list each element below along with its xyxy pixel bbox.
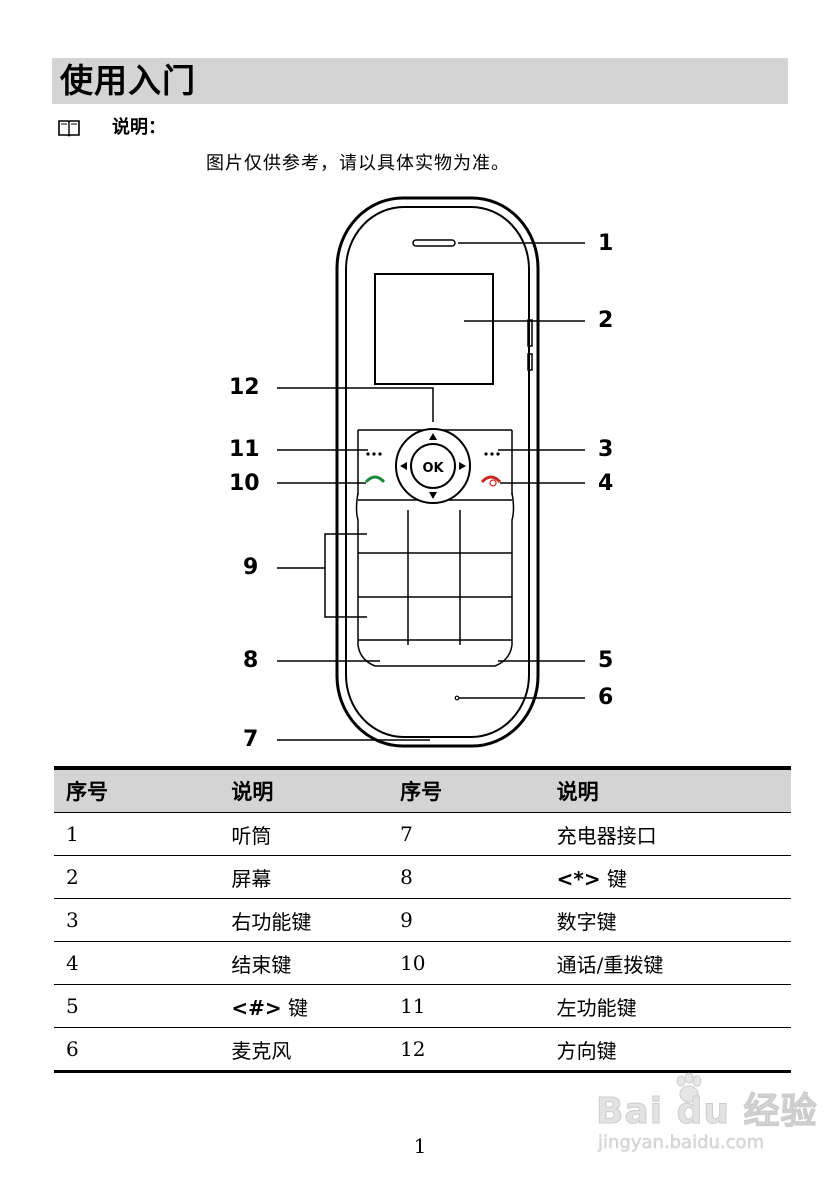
earpiece-icon [412,239,456,247]
key-description-table: 序号 说明 序号 说明 1 听筒 7 充电器接口 2 屏幕 8 <*> 键 3 … [54,766,791,1073]
cell-description: <#> 键 [219,984,389,1028]
callout-12: 12 [229,375,260,400]
cell-description: 左功能键 [544,984,791,1028]
cell-number: 5 [54,984,220,1028]
section-header: 使用入门 [52,58,788,104]
section-title: 使用入门 [60,61,196,100]
cell-description: 屏幕 [219,855,389,899]
header-description: 说明 [544,768,791,813]
table-row: 6 麦克风 12 方向键 [54,1028,791,1072]
callout-4: 4 [598,471,614,496]
header-number: 序号 [388,768,545,813]
ok-label: OK [422,461,444,476]
table-row: 4 结束键 10 通话/重拨键 [54,941,791,985]
table-row: 3 右功能键 9 数字键 [54,898,791,942]
cell-number: 7 [388,812,545,856]
ok-button [410,443,456,489]
watermark-url: jingyan.baidu.com [598,1132,765,1154]
book-icon [58,120,80,137]
cell-number: 3 [54,898,220,942]
callout-2: 2 [598,308,614,333]
callout-1: 1 [598,231,614,256]
cell-number: 6 [66,1037,79,1061]
cell-description: 方向键 [556,1038,617,1063]
microphone-icon [454,695,460,701]
cell-description: 结束键 [219,941,389,985]
end-call-icon [480,475,502,484]
header-description: 说明 [219,768,389,813]
callout-3: 3 [598,437,614,462]
cell-number: 4 [54,941,220,985]
cell-number: 12 [400,1037,426,1061]
phone-diagram: OK 1 2 3 4 5 6 7 8 9 10 11 12 [0,190,840,760]
cell-description: <*> 键 [544,855,791,899]
key-symbol: <#> [231,995,282,1020]
baidu-jingyan-watermark: Bai du 经验 jingyan.baidu.com [590,1068,817,1168]
phone-illustration: OK [277,196,585,748]
cell-number: 11 [388,984,545,1028]
keypad [357,510,513,667]
call-icon [364,475,386,484]
cell-number: 8 [388,855,545,899]
table-header-row: 序号 说明 序号 说明 [54,768,791,813]
cell-description: 数字键 [544,898,791,942]
cell-number: 10 [388,941,545,985]
phone-body-outline [335,196,540,748]
note-label: 说明： [112,117,166,138]
watermark-logo: Bai du 经验 [596,1091,818,1133]
cell-description: 麦克风 [231,1038,292,1063]
callout-9: 9 [243,555,259,580]
cell-number: 1 [54,812,220,856]
callout-7: 7 [243,727,259,752]
table-row: 2 屏幕 8 <*> 键 [54,855,791,899]
table-row: 1 听筒 7 充电器接口 [54,812,791,856]
note-text: 图片仅供参考，请以具体实物为准。 [206,153,510,174]
cell-description: 听筒 [219,812,389,856]
callout-5: 5 [598,648,614,673]
cell-number: 9 [388,898,545,942]
phone-body-inner [345,206,530,738]
cell-description: 充电器接口 [544,812,791,856]
cell-description: 右功能键 [219,898,389,942]
cell-description: 通话/重拨键 [544,941,791,985]
screen-outline [374,273,494,385]
callout-6: 6 [598,685,614,710]
paw-icon [676,1072,702,1103]
key-symbol: <*> [556,866,601,891]
header-number: 序号 [54,768,220,813]
callout-8: 8 [243,648,259,673]
table-row: 5 <#> 键 11 左功能键 [54,984,791,1028]
cell-number: 2 [54,855,220,899]
page-number: 1 [413,1134,427,1158]
callout-10: 10 [229,471,260,496]
callout-11: 11 [229,437,260,462]
